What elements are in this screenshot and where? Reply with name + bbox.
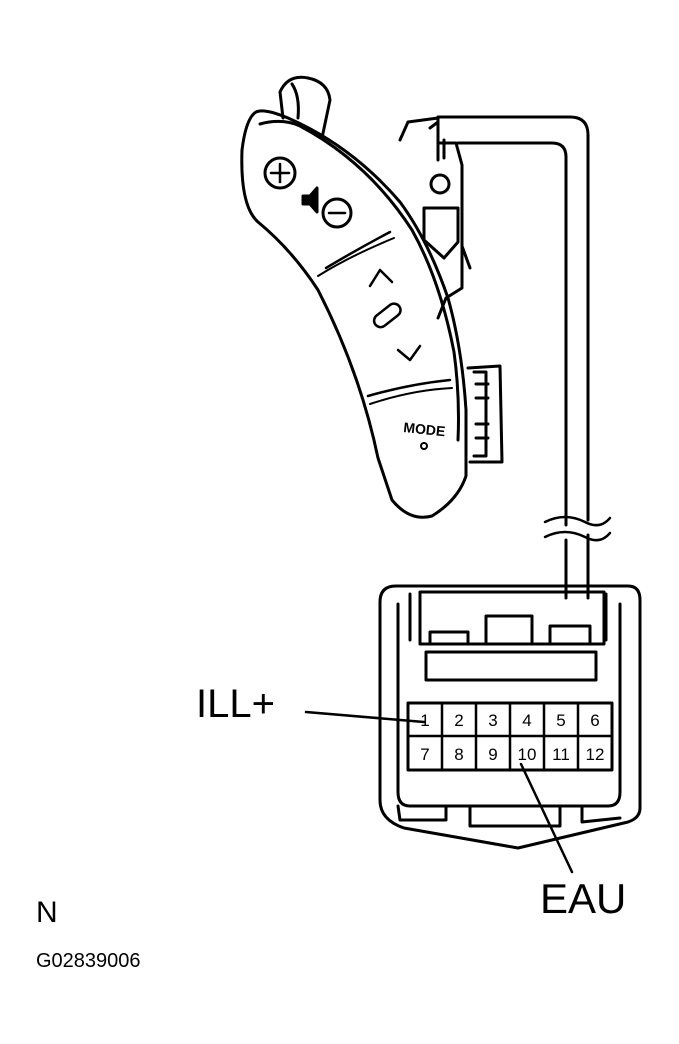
speaker-icon (301, 186, 319, 214)
pin-label: 6 (590, 711, 599, 730)
pin-label: 1 (420, 711, 429, 730)
pin-label: 11 (552, 745, 570, 764)
eau-leader-line (519, 762, 574, 874)
pin-label: 12 (586, 745, 605, 764)
steering-switch-body (240, 109, 468, 519)
view-label: N (36, 896, 58, 929)
top-knob (278, 75, 332, 140)
pin-label: 8 (454, 745, 463, 764)
track-toggle-icon[interactable] (371, 301, 403, 330)
seek-down-icon[interactable] (396, 344, 422, 362)
mode-label: MODE (403, 419, 446, 439)
pin-label: 10 (518, 745, 537, 764)
ill-plus-label: ILL+ (196, 682, 275, 726)
pin-label: 4 (522, 711, 531, 730)
wire-harness (436, 115, 612, 600)
seek-up-icon[interactable] (368, 268, 394, 288)
switch-side-connector (466, 364, 504, 464)
pin-label: 2 (454, 711, 463, 730)
connector-pin-grid (406, 701, 614, 772)
connector-housing (378, 584, 642, 850)
pin-labels: 1 2 3 4 5 6 7 8 9 10 11 12 (420, 711, 604, 764)
pin-label: 3 (488, 711, 497, 730)
volume-down-icon[interactable] (321, 197, 353, 229)
ill-leader-line (304, 710, 426, 724)
mode-indicator-icon (420, 442, 428, 450)
pin-label: 5 (556, 711, 565, 730)
volume-up-icon[interactable] (263, 156, 297, 190)
figure-code: G02839006 (36, 950, 141, 972)
switch-housing (398, 116, 472, 320)
pin-label: 9 (488, 745, 497, 764)
pin-label: 7 (420, 745, 429, 764)
eau-label: EAU (540, 875, 627, 922)
